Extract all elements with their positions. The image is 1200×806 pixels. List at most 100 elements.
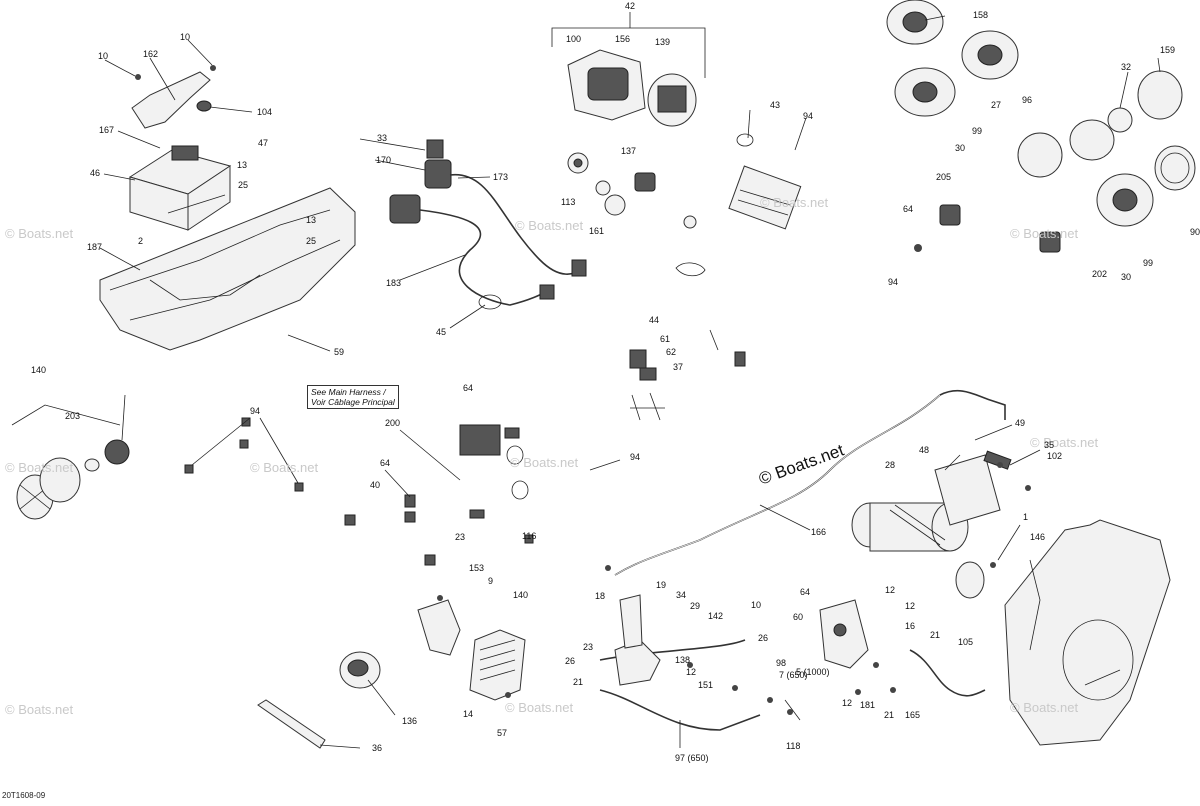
callout-label: 29: [690, 601, 701, 611]
callout-label: 151: [698, 680, 714, 690]
callout-label: 10: [751, 600, 762, 610]
callout-label: 97 (650): [675, 753, 709, 763]
callout-label: 64: [380, 458, 391, 468]
callout-label: 45: [436, 327, 447, 337]
watermark: © Boats.net: [5, 226, 74, 241]
callout-label: 158: [973, 10, 989, 20]
callout-label: 43: [770, 100, 781, 110]
callout-label: 21: [884, 710, 895, 720]
callout-label: 165: [905, 710, 921, 720]
left-headlight: [11, 404, 130, 520]
callout-label: 35: [1044, 440, 1055, 450]
voltage-regulator: [417, 599, 526, 701]
callout-label: 94: [888, 277, 899, 287]
callout-label: 60: [793, 612, 804, 622]
callout-label: 30: [1121, 272, 1132, 282]
callout-label: 113: [561, 197, 576, 207]
callout-label: 21: [573, 677, 584, 687]
cluster-display: [647, 73, 697, 127]
harness-note: See Main Harness / Voir Câblage Principa…: [307, 385, 399, 409]
callout-label: 10: [180, 32, 191, 42]
callout-label: 34: [676, 590, 687, 600]
watermark: © Boats.net: [1030, 435, 1099, 450]
cluster-bezel: [567, 49, 646, 121]
callout-label: 61: [660, 334, 671, 344]
callout-label: 156: [615, 34, 631, 44]
callout-label: 19: [656, 580, 667, 590]
callout-label: 9: [488, 576, 494, 586]
callout-label: 30: [955, 143, 966, 153]
callout-label: 94: [803, 111, 814, 121]
trim-bar: [257, 699, 326, 749]
callout-label: 203: [65, 411, 81, 421]
callout-label: 96: [1022, 95, 1033, 105]
callout-label: 57: [497, 728, 508, 738]
callout-label: 12: [905, 601, 916, 611]
callout-label: 153: [469, 563, 485, 573]
callout-label: 10: [98, 51, 109, 61]
callout-label: 159: [1160, 45, 1176, 55]
callout-label: 36: [372, 743, 383, 753]
callout-label: 90: [1190, 227, 1200, 237]
callout-label: 12: [885, 585, 896, 595]
callout-label: 32: [1121, 62, 1132, 72]
callout-label: 26: [565, 656, 576, 666]
callout-label: 28: [885, 460, 896, 470]
callout-label: 202: [1092, 269, 1108, 279]
frame-bracket: [1004, 519, 1171, 746]
callout-label: 136: [402, 716, 418, 726]
callout-label: 187: [87, 242, 103, 252]
watermark: © Boats.net: [1010, 226, 1079, 241]
callout-label: 49: [1015, 418, 1026, 428]
callout-label: 59: [334, 347, 345, 357]
watermark: © Boats.net: [760, 195, 829, 210]
callout-label: 104: [257, 107, 273, 117]
callout-label: 18: [595, 591, 606, 601]
main-cable: [614, 390, 1006, 576]
callout-label: 44: [649, 315, 660, 325]
callout-label: 1: [1023, 512, 1029, 522]
battery-bracket: [131, 65, 216, 129]
callout-label: 26: [758, 633, 769, 643]
callout-label: 25: [306, 236, 317, 246]
callout-label: 200: [385, 418, 401, 428]
callout-label: 2: [138, 236, 144, 246]
starter-bracket: [934, 450, 1012, 526]
small-bolts: [437, 462, 1031, 715]
callout-label: 94: [250, 406, 261, 416]
callout-label: 162: [143, 49, 159, 59]
leader-lines: [99, 15, 1161, 749]
callout-label: 62: [666, 347, 677, 357]
callout-label: 98: [776, 658, 787, 668]
callout-label: 23: [455, 532, 466, 542]
watermark: © Boats.net: [505, 700, 574, 715]
callout-label: 37: [673, 362, 684, 372]
callout-label: 181: [860, 700, 876, 710]
callout-label: 116: [522, 531, 537, 541]
key-switch: [567, 152, 656, 216]
harness-note-line1: See Main Harness /: [311, 387, 386, 397]
callout-label: 140: [31, 365, 47, 375]
callout-label: 25: [238, 180, 249, 190]
callout-label: 167: [99, 125, 115, 135]
callout-label: 23: [583, 642, 594, 652]
watermark: © Boats.net: [515, 218, 584, 233]
watermark: © Boats.net: [1010, 700, 1079, 715]
callout-label: 166: [811, 527, 827, 537]
callout-label: 12: [686, 667, 697, 677]
watermark: © Boats.net: [5, 702, 74, 717]
callout-label: 138: [675, 655, 691, 665]
callout-label: 64: [463, 383, 474, 393]
callout-label: 13: [306, 215, 317, 225]
callout-label: 14: [463, 709, 474, 719]
callout-label: 7 (650): [779, 670, 808, 680]
callout-label: 99: [972, 126, 983, 136]
callout-label: 94: [630, 452, 641, 462]
callout-label: 40: [370, 480, 381, 490]
callout-label: 173: [493, 172, 509, 182]
callout-label: 5 (1000): [796, 667, 830, 677]
wiring-harness: [389, 139, 587, 310]
harness-note-line2: Voir Câblage Principal: [311, 397, 395, 407]
battery: [128, 145, 232, 231]
